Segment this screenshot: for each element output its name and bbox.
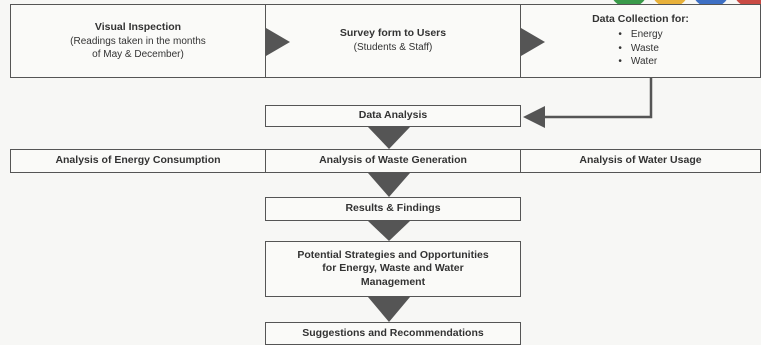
analysis-waste-box: Analysis of Waste Generation [265, 149, 521, 173]
survey-box: Survey form to Users (Students & Staff) [265, 4, 521, 78]
strategies-box: Potential Strategies and Opportunities f… [265, 241, 521, 297]
results-findings-label: Results & Findings [345, 202, 441, 215]
arrow-strategies-down [368, 297, 410, 322]
data-collection-item-water: Water [618, 56, 662, 69]
data-collection-title: Data Collection for: [592, 13, 689, 25]
analysis-energy-box: Analysis of Energy Consumption [10, 149, 266, 173]
visual-inspection-line1: (Readings taken in the months [70, 36, 206, 48]
data-analysis-label: Data Analysis [358, 109, 428, 122]
analysis-water-label: Analysis of Water Usage [579, 154, 702, 167]
analysis-energy-label: Analysis of Energy Consumption [55, 154, 221, 167]
suggestions-label: Suggestions and Recommendations [302, 326, 484, 339]
arrow-results-down [368, 221, 410, 241]
survey-subtitle: (Students & Staff) [353, 42, 433, 54]
connector-collection-to-analysis [543, 78, 653, 119]
results-findings-box: Results & Findings [265, 197, 521, 221]
strategies-line3: Management [360, 275, 426, 288]
arrowhead-to-data-analysis [523, 106, 545, 128]
data-collection-list: Energy Waste Water [618, 28, 663, 70]
data-collection-box: Data Collection for: Energy Waste Water [520, 4, 761, 78]
visual-inspection-title: Visual Inspection [94, 20, 182, 33]
arrow-analysis-down-1 [368, 127, 410, 149]
data-analysis-box: Data Analysis [265, 105, 521, 127]
strategies-line1: Potential Strategies and Opportunities [297, 249, 489, 262]
data-collection-item-energy: Energy [618, 29, 663, 42]
data-collection-item-waste: Waste [618, 43, 662, 56]
visual-inspection-box: Visual Inspection (Readings taken in the… [10, 4, 266, 78]
arrow-survey-to-collection [521, 28, 545, 56]
visual-inspection-line2: of May & December) [92, 48, 184, 60]
arrow-inspection-to-survey [266, 28, 290, 56]
strategies-line2: for Energy, Waste and Water [322, 262, 464, 275]
analysis-waste-label: Analysis of Waste Generation [319, 154, 467, 167]
arrow-analysis-down-2 [368, 173, 410, 197]
survey-title: Survey form to Users [339, 27, 447, 40]
analysis-water-box: Analysis of Water Usage [520, 149, 761, 173]
